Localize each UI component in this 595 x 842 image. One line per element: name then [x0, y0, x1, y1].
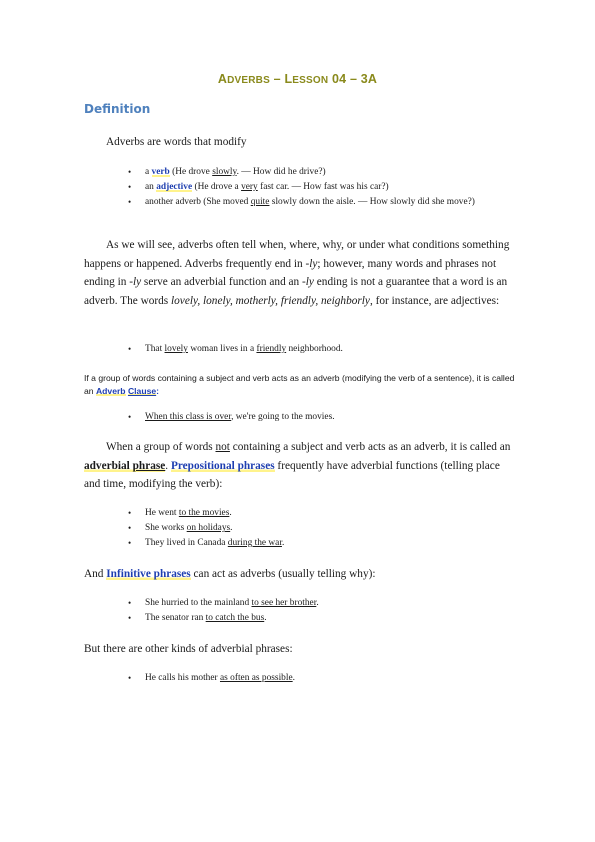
page-title: ADVERBS – LESSON 04 – 3A [217, 72, 378, 86]
example-list-prepositional: He went to the movies. She works on holi… [128, 506, 508, 551]
list-item: a verb (He drove slowly. — How did he dr… [128, 165, 508, 180]
modify-list: a verb (He drove slowly. — How did he dr… [128, 165, 508, 210]
paragraph-adverb-endings: As we will see, adverbs often tell when,… [84, 239, 510, 307]
list-item: She works on holidays. [128, 521, 508, 536]
list-item: They lived in Canada during the war. [128, 536, 508, 551]
list-item: She hurried to the mainland to see her b… [128, 596, 508, 611]
list-item: The senator ran to catch the bus. [128, 611, 508, 626]
example-list-infinitive: She hurried to the mainland to see her b… [128, 596, 508, 626]
list-item: an adjective (He drove a very fast car. … [128, 180, 508, 195]
list-item: When this class is over, we're going to … [128, 410, 508, 425]
list-item: He went to the movies. [128, 506, 508, 521]
list-item: He calls his mother as often as possible… [128, 671, 508, 686]
intro-text: Adverbs are words that modify [106, 136, 247, 148]
section-heading-definition: Definition [84, 102, 151, 116]
paragraph-infinitive: And Infinitive phrases can act as adverb… [84, 568, 376, 580]
example-list-other: He calls his mother as often as possible… [128, 671, 508, 686]
example-list-adjectives: That lovely woman lives in a friendly ne… [128, 342, 508, 357]
list-item: That lovely woman lives in a friendly ne… [128, 342, 508, 357]
adverb-clause-definition: If a group of words containing a subject… [84, 373, 515, 396]
list-item: another adverb (She moved quite slowly d… [128, 195, 508, 210]
paragraph-adverbial-phrase: When a group of words not containing a s… [84, 441, 511, 490]
example-list-clause: When this class is over, we're going to … [128, 410, 508, 425]
paragraph-other-phrases: But there are other kinds of adverbial p… [84, 643, 293, 655]
